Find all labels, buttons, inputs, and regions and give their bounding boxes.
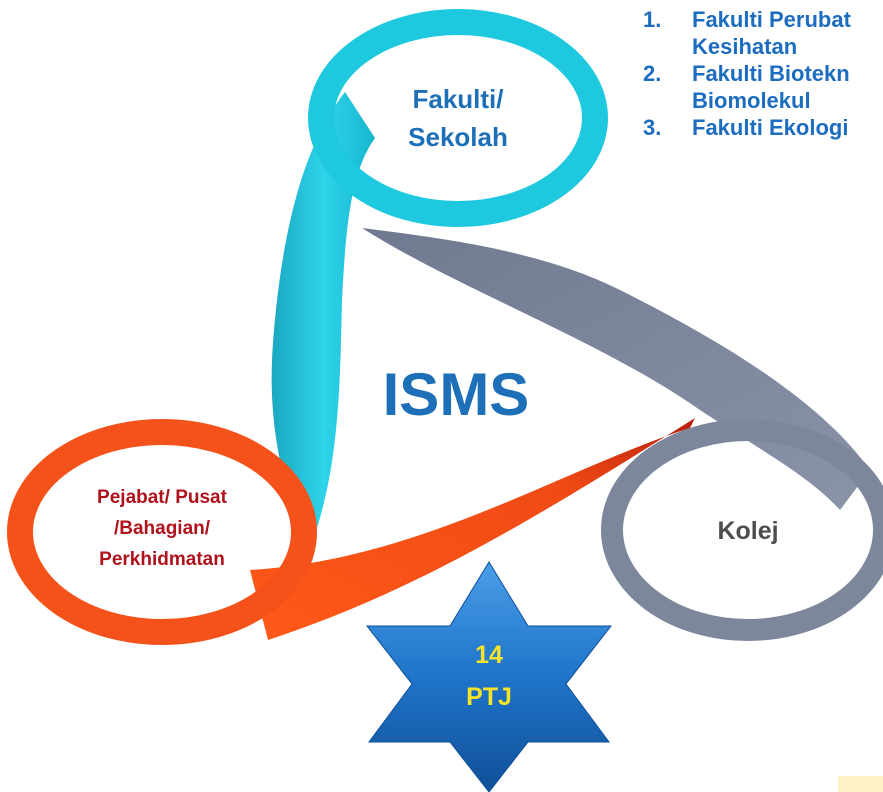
- fakulti-ring: [308, 9, 608, 227]
- cyan-ribbon: [271, 92, 375, 555]
- pejabat-label-line1: Pejabat/ Pusat: [97, 487, 227, 508]
- pejabat-label: Pejabat/ Pusat /Bahagian/ Perkhidmatan: [62, 482, 262, 575]
- list-item: 3. Fakulti Ekologi: [640, 114, 851, 141]
- star-label: 14 PTJ: [439, 634, 539, 718]
- fakulti-label-line1: Fakulti/: [412, 84, 504, 114]
- kolej-ring: [601, 419, 883, 641]
- list-item-line1: Fakulti Biotekn: [692, 61, 850, 86]
- pejabat-label-line3: Perkhidmatan: [99, 549, 225, 570]
- list-item-line2: Kesihatan: [692, 34, 798, 59]
- center-title: ISMS: [382, 361, 530, 428]
- list-item-line1: Fakulti Perubat: [692, 7, 851, 32]
- star-label-line2: PTJ: [466, 683, 512, 711]
- fakulti-label-line2: Sekolah: [408, 122, 508, 152]
- star-label-line1: 14: [475, 641, 503, 669]
- list-item: 2. Fakulti Biotekn Biomolekul: [640, 60, 851, 114]
- slate-ribbon: [362, 228, 870, 510]
- faculty-list: 1. Fakulti Perubat Kesihatan 2. Fakulti …: [640, 6, 851, 141]
- corner-patch: [838, 776, 883, 792]
- list-item-line2: Biomolekul: [692, 88, 811, 113]
- list-item-number: 1.: [643, 7, 662, 32]
- list-item-line1: Fakulti Ekologi: [692, 115, 849, 140]
- pejabat-label-line2: /Bahagian/: [113, 518, 211, 539]
- list-item-number: 3.: [643, 115, 662, 140]
- list-item-number: 2.: [643, 61, 662, 86]
- pejabat-ring: [7, 419, 317, 645]
- orange-ribbon: [250, 418, 695, 640]
- list-item: 1. Fakulti Perubat Kesihatan: [640, 6, 851, 60]
- fakulti-label: Fakulti/ Sekolah: [378, 80, 538, 156]
- ptj-star: [365, 561, 613, 792]
- kolej-label: Kolej: [717, 517, 779, 545]
